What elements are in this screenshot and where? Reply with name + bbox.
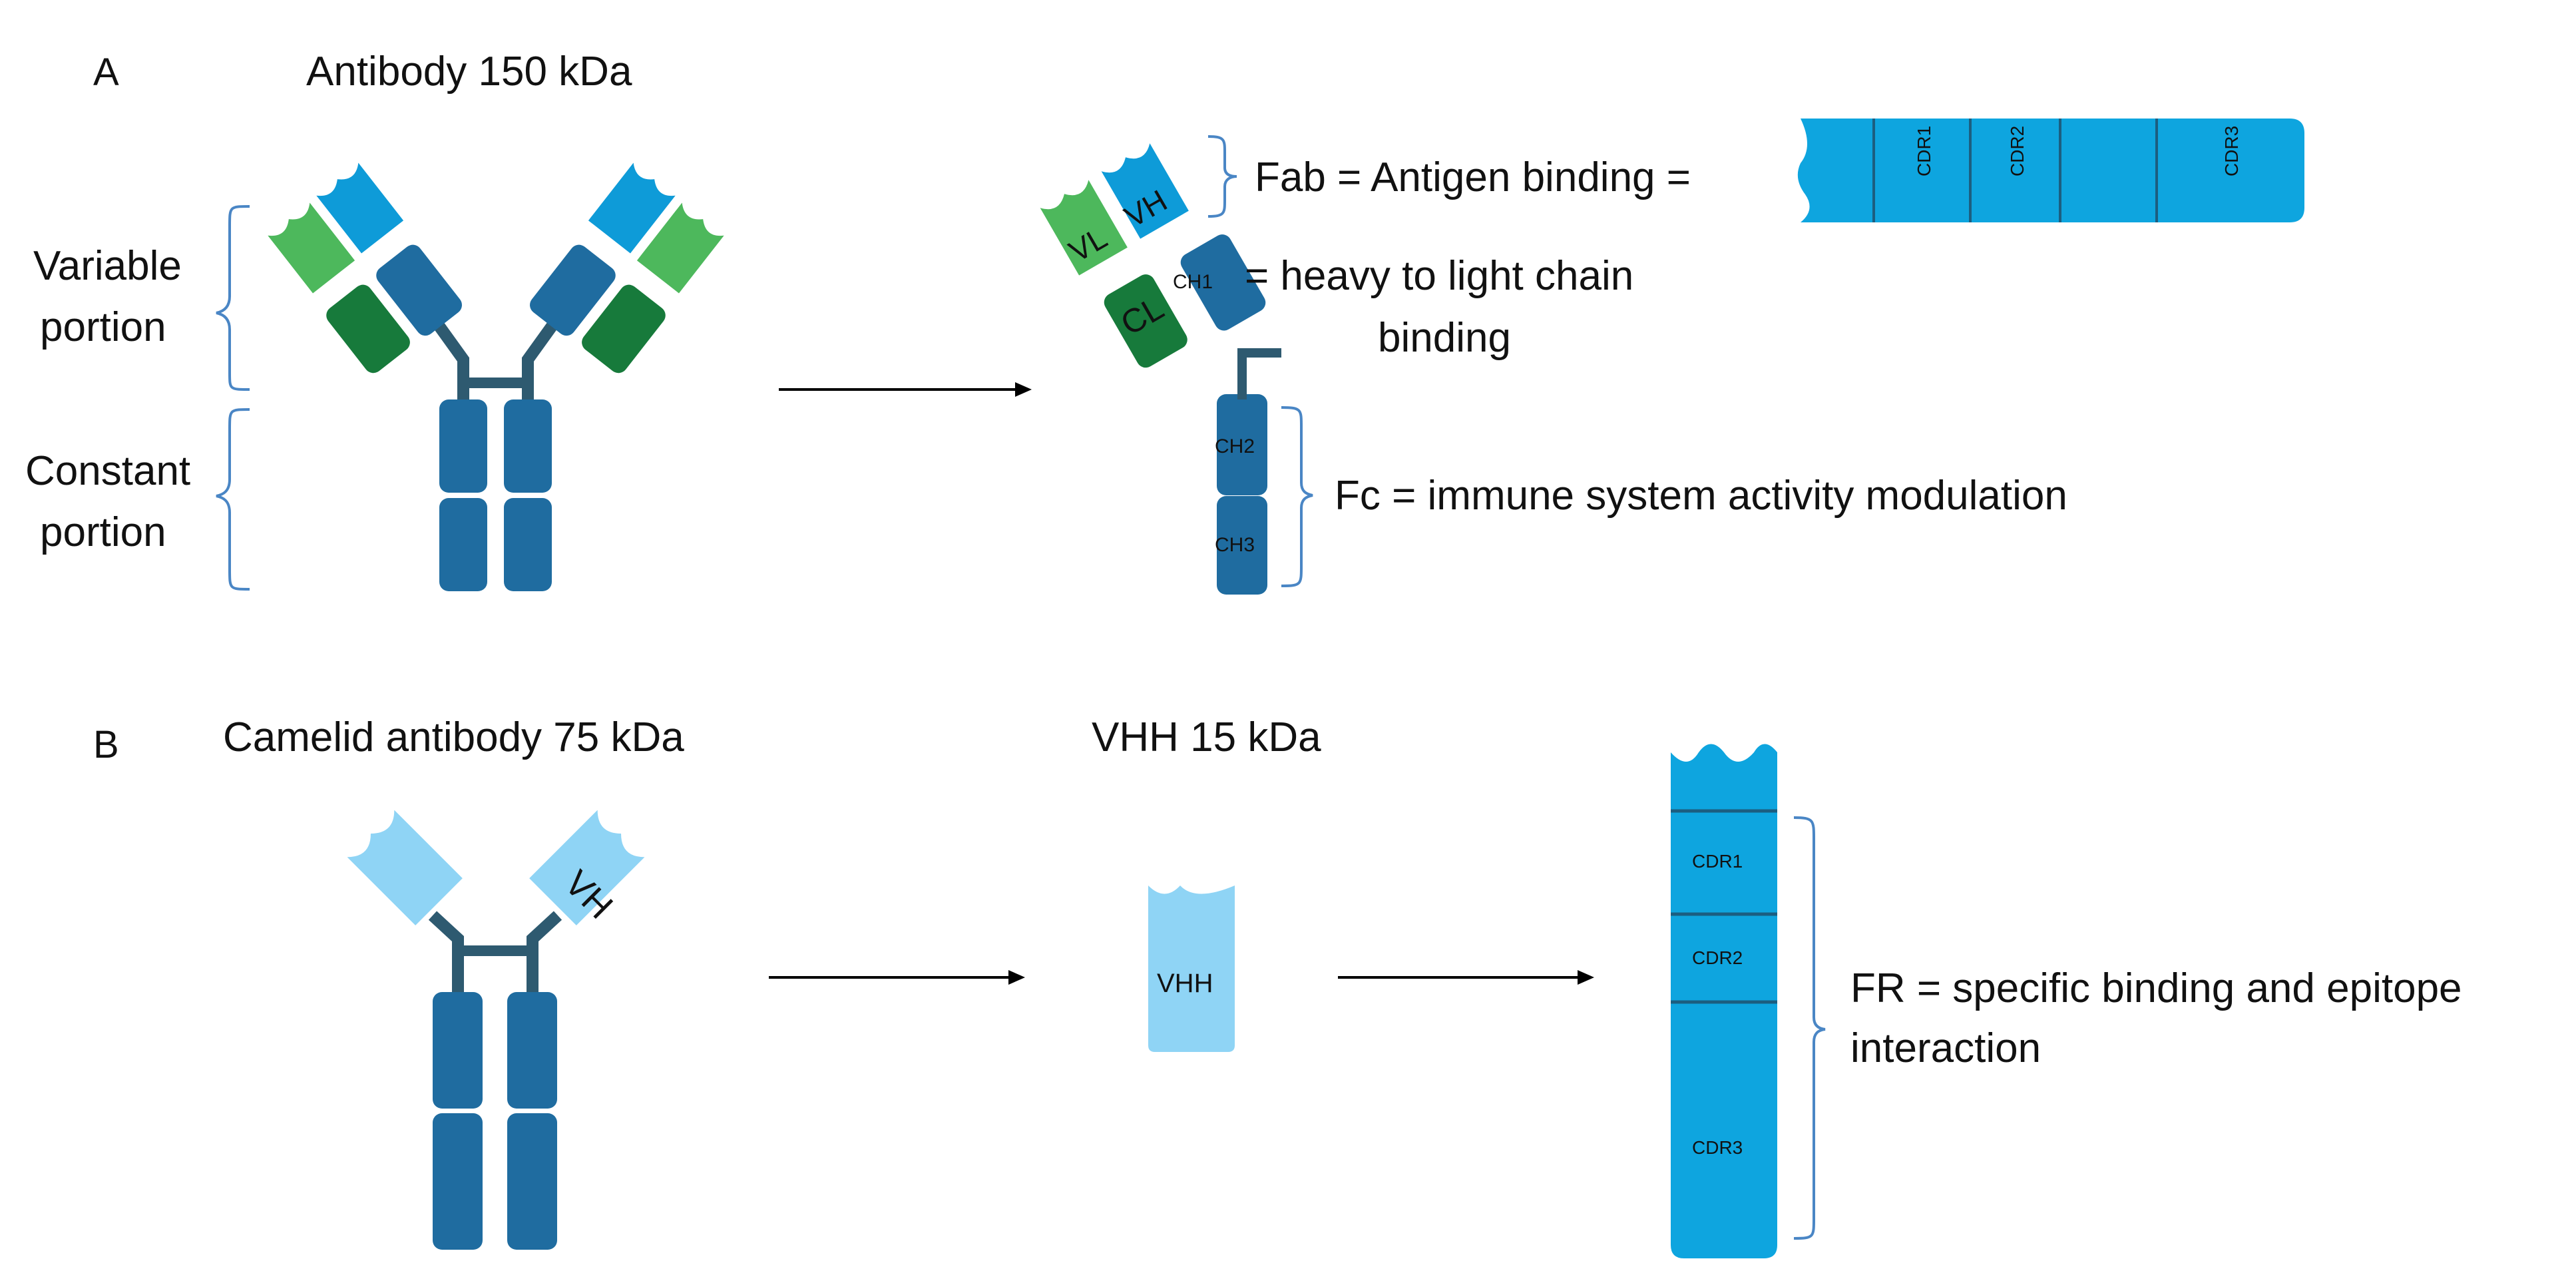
cdr-bar-horizontal bbox=[1797, 119, 2304, 222]
panel-b-title: Camelid antibody 75 kDa bbox=[223, 714, 684, 760]
fc-text: Fc = immune system activity modulation bbox=[1335, 473, 2067, 519]
camelid-antibody bbox=[347, 810, 645, 1250]
arrow-a bbox=[779, 382, 1032, 397]
panel-b-letter: B bbox=[93, 723, 119, 766]
arrow-b1 bbox=[769, 970, 1025, 985]
ch1-text-line2: binding bbox=[1378, 315, 1511, 361]
cdr-bar-label-cdr2: CDR2 bbox=[2007, 126, 2028, 176]
fr-text-line1: FR = specific binding and epitope bbox=[1850, 965, 2462, 1011]
ch1-text-line1: = heavy to light chain bbox=[1245, 253, 1633, 299]
full-antibody-a bbox=[268, 162, 724, 591]
panel-a-letter: A bbox=[93, 51, 119, 94]
constant-bracket bbox=[216, 408, 250, 591]
vhh-label: VHH bbox=[1157, 969, 1213, 998]
cdr-column-label-cdr3: CDR3 bbox=[1692, 1137, 1743, 1158]
panel-a-title: Antibody 150 kDa bbox=[306, 49, 632, 95]
fc-bracket bbox=[1281, 406, 1313, 587]
domain-ch3-label: CH3 bbox=[1215, 534, 1255, 556]
cdr-bar-label-cdr3: CDR3 bbox=[2221, 126, 2242, 176]
fr-text-line2: interaction bbox=[1850, 1025, 2041, 1071]
fab-bracket bbox=[1207, 135, 1237, 218]
cdr-column-label-cdr1: CDR1 bbox=[1692, 851, 1743, 872]
variable-bracket bbox=[216, 205, 250, 391]
arrow-b2 bbox=[1338, 970, 1594, 985]
cdr-column-vertical bbox=[1671, 744, 1777, 1258]
domain-ch2-label: CH2 bbox=[1215, 435, 1255, 457]
half-antibody-a bbox=[1040, 143, 1281, 595]
fr-bracket bbox=[1793, 816, 1826, 1240]
vhh-block bbox=[1148, 886, 1235, 1052]
cdr-bar-label-cdr1: CDR1 bbox=[1914, 126, 1934, 176]
constant-label-line1: Constant bbox=[25, 448, 190, 494]
fab-text: Fab = Antigen binding = bbox=[1255, 154, 1691, 200]
cdr-column-label-cdr2: CDR2 bbox=[1692, 947, 1743, 968]
constant-label-line2: portion bbox=[40, 509, 166, 555]
variable-label-line1: Variable bbox=[33, 243, 182, 289]
variable-label-line2: portion bbox=[40, 304, 166, 350]
vhh-title: VHH 15 kDa bbox=[1092, 714, 1321, 760]
domain-ch1-label: CH1 bbox=[1173, 271, 1213, 293]
